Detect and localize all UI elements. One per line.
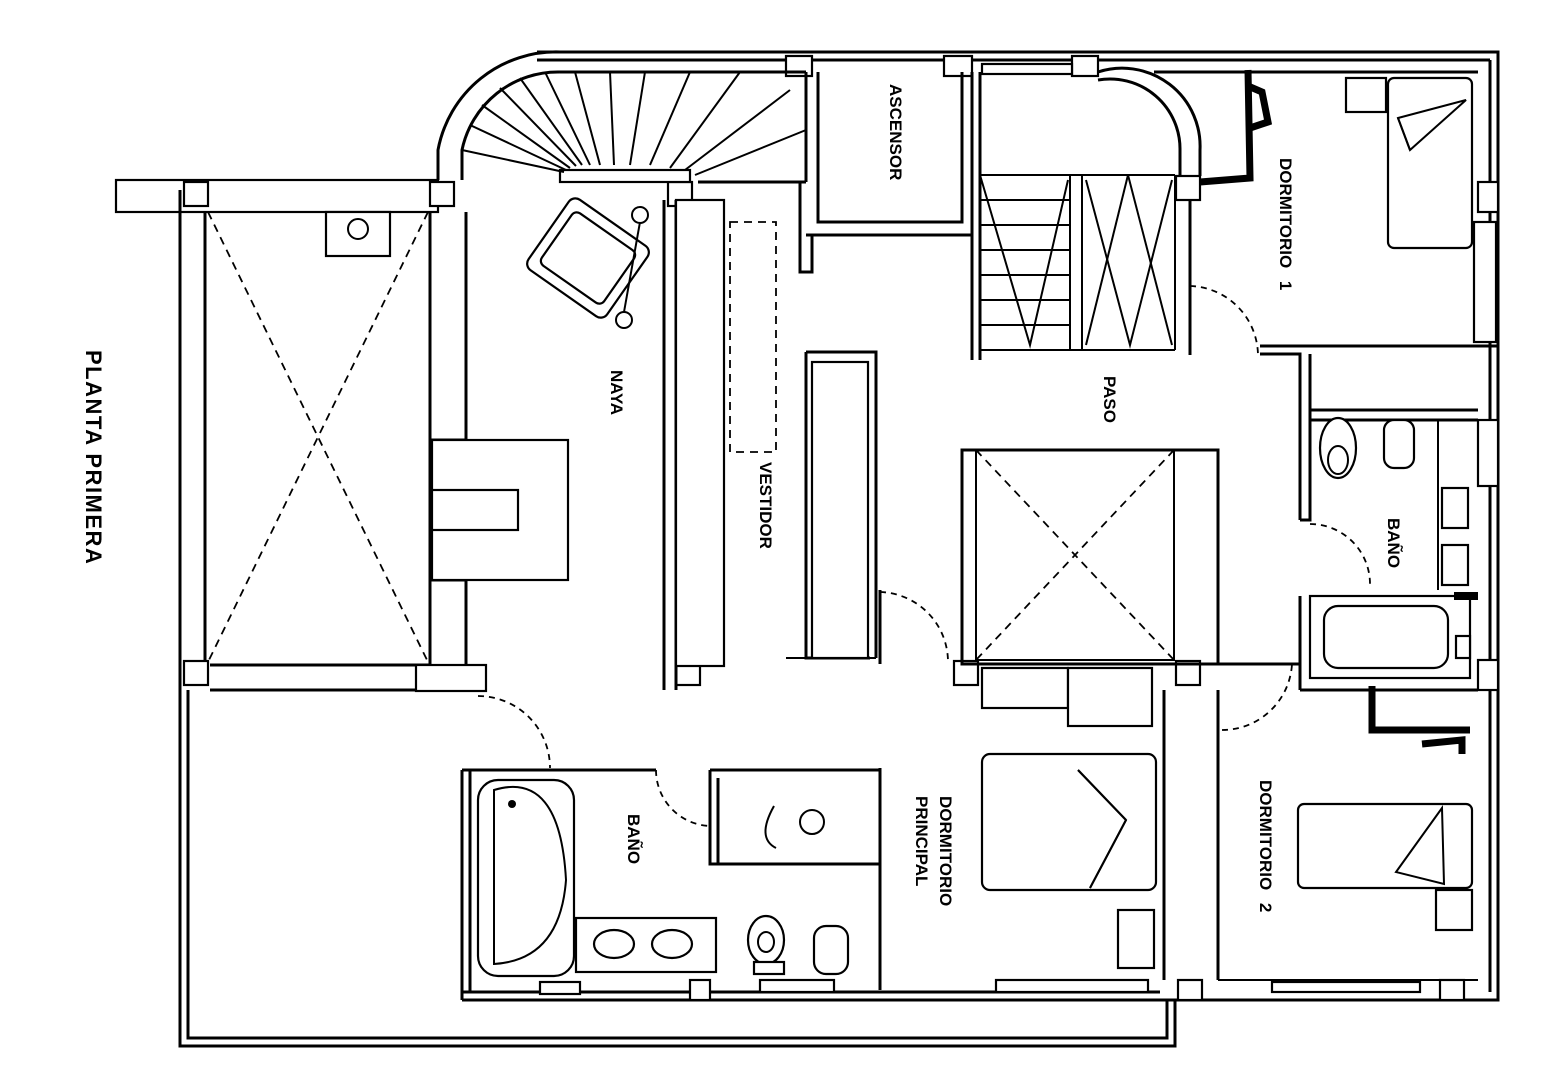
label-dormitorio-principal-2: PRINCIPAL: [912, 796, 931, 886]
stair-landing-rail: [558, 168, 692, 184]
dressing-room: [526, 197, 878, 690]
plan-title: PLANTA PRIMERA: [81, 350, 106, 565]
rail-stub: [1454, 592, 1478, 600]
master-bedroom: [878, 666, 1158, 994]
bedroom-2: [1162, 662, 1478, 994]
window-post: [1476, 658, 1500, 692]
bedroom-1: [1154, 70, 1498, 520]
columns: [182, 54, 1466, 1002]
label-dormitorio-principal-1: DORMITORIO: [936, 796, 955, 906]
label-dormitorio-2: DORMITORIO 2: [1256, 780, 1275, 912]
naya-sill: [430, 488, 520, 532]
wall-block: [414, 663, 488, 693]
label-bano-1: BAÑO: [1384, 518, 1404, 568]
master-bathroom: [462, 768, 880, 996]
window-post: [1476, 180, 1500, 214]
window: [1476, 418, 1500, 488]
room-labels: PLANTA PRIMERA NAYA VESTIDOR ASCENSOR PA…: [81, 84, 1404, 912]
bathroom-1: [1298, 410, 1478, 692]
label-naya: NAYA: [607, 370, 626, 415]
terrace: [207, 210, 429, 663]
straight-staircase: [979, 66, 1202, 355]
label-dormitorio-1: DORMITORIO 1: [1276, 158, 1295, 290]
balcony-slab: [114, 178, 440, 214]
label-ascensor: ASCENSOR: [886, 84, 905, 180]
spiral-staircase: [436, 50, 808, 184]
doors: [477, 285, 1371, 827]
label-vestidor: VESTIDOR: [756, 462, 775, 549]
label-paso: PASO: [1100, 376, 1119, 423]
lightwell: [878, 448, 1220, 666]
label-bano-principal: BAÑO: [624, 814, 644, 864]
elevator: [798, 62, 1074, 360]
railings: [1199, 69, 1478, 754]
